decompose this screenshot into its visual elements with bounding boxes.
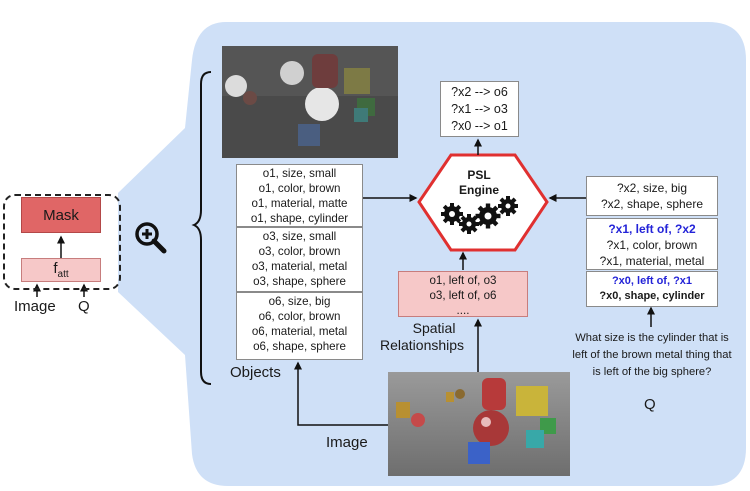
- query-line: ?x1, material, metal: [599, 254, 705, 268]
- query-group-x0: ?x0, left of, ?x1 ?x0, shape, cylinder: [586, 271, 718, 307]
- engine-label: PSL Engine: [458, 168, 499, 197]
- objects-label: Objects: [230, 364, 281, 381]
- query-line: ?x0, shape, cylinder: [599, 290, 705, 302]
- objects-group-o6: o6, size, big o6, color, brown o6, mater…: [236, 292, 363, 360]
- objects-brace: [191, 71, 212, 385]
- fact-line: o1, shape, cylinder: [250, 212, 349, 225]
- query-group-x1: ?x1, left of, ?x2 ?x1, color, brown ?x1,…: [586, 218, 718, 270]
- spatial-label: Spatial Relationships: [380, 320, 465, 353]
- fact-line: o1, material, matte: [251, 197, 348, 210]
- fact-line: o3, material, metal: [251, 260, 348, 273]
- spatial-line: o3, left of, o6: [429, 289, 497, 302]
- spatial-line: ....: [456, 304, 470, 317]
- mask-box: Mask: [21, 197, 101, 233]
- zoom-in-icon: [135, 222, 167, 254]
- query-line-highlight: ?x1, left of, ?x2: [608, 222, 696, 236]
- query-line-highlight: ?x0, left of, ?x1: [611, 275, 693, 287]
- psl-engine-hexagon: [417, 153, 549, 252]
- question-label: Q: [644, 396, 656, 413]
- objects-group-o3: o3, size, small o3, color, brown o3, mat…: [236, 227, 363, 292]
- output-line: ?x1 --> o3: [451, 102, 508, 116]
- output-line: ?x0 --> o1: [451, 119, 508, 133]
- query-line: ?x2, shape, sphere: [600, 197, 704, 211]
- query-line: ?x1, color, brown: [606, 238, 698, 252]
- fact-line: o6, color, brown: [258, 310, 341, 323]
- attention-module-frame: [3, 194, 121, 290]
- objects-group-o1: o1, size, small o1, color, brown o1, mat…: [236, 164, 363, 227]
- fatt-label: fatt: [53, 260, 69, 280]
- mask-label: Mask: [43, 206, 79, 224]
- fact-line: o3, color, brown: [258, 245, 341, 258]
- fact-line: o3, size, small: [262, 230, 337, 243]
- spatial-line: o1, left of, o3: [429, 274, 497, 287]
- question-text: What size is the cylinder that is left o…: [572, 332, 732, 378]
- output-line: ?x2 --> o6: [451, 85, 508, 99]
- image-label: Image: [326, 434, 368, 451]
- query-line: ?x2, size, big: [616, 181, 688, 195]
- fatt-box: fatt: [21, 258, 101, 282]
- query-group-x2: ?x2, size, big ?x2, shape, sphere: [586, 176, 718, 216]
- image-to-objects-arrow: [294, 361, 388, 426]
- fact-line: o3, shape, sphere: [253, 275, 346, 288]
- output-bindings-box: ?x2 --> o6 ?x1 --> o3 ?x0 --> o1: [440, 81, 519, 137]
- fact-line: o1, size, small: [262, 167, 337, 180]
- fact-line: o1, color, brown: [258, 182, 341, 195]
- attention-scene-image: [222, 46, 398, 158]
- scene-image: [388, 372, 570, 476]
- gears-icon: [441, 196, 518, 234]
- fact-line: o6, shape, sphere: [253, 340, 346, 353]
- module-q-input: Q: [78, 298, 90, 315]
- module-image-input: Image: [14, 298, 56, 315]
- spatial-relationships-box: o1, left of, o3 o3, left of, o6 ....: [398, 271, 528, 317]
- fact-line: o6, size, big: [268, 295, 331, 308]
- fact-line: o6, material, metal: [251, 325, 348, 338]
